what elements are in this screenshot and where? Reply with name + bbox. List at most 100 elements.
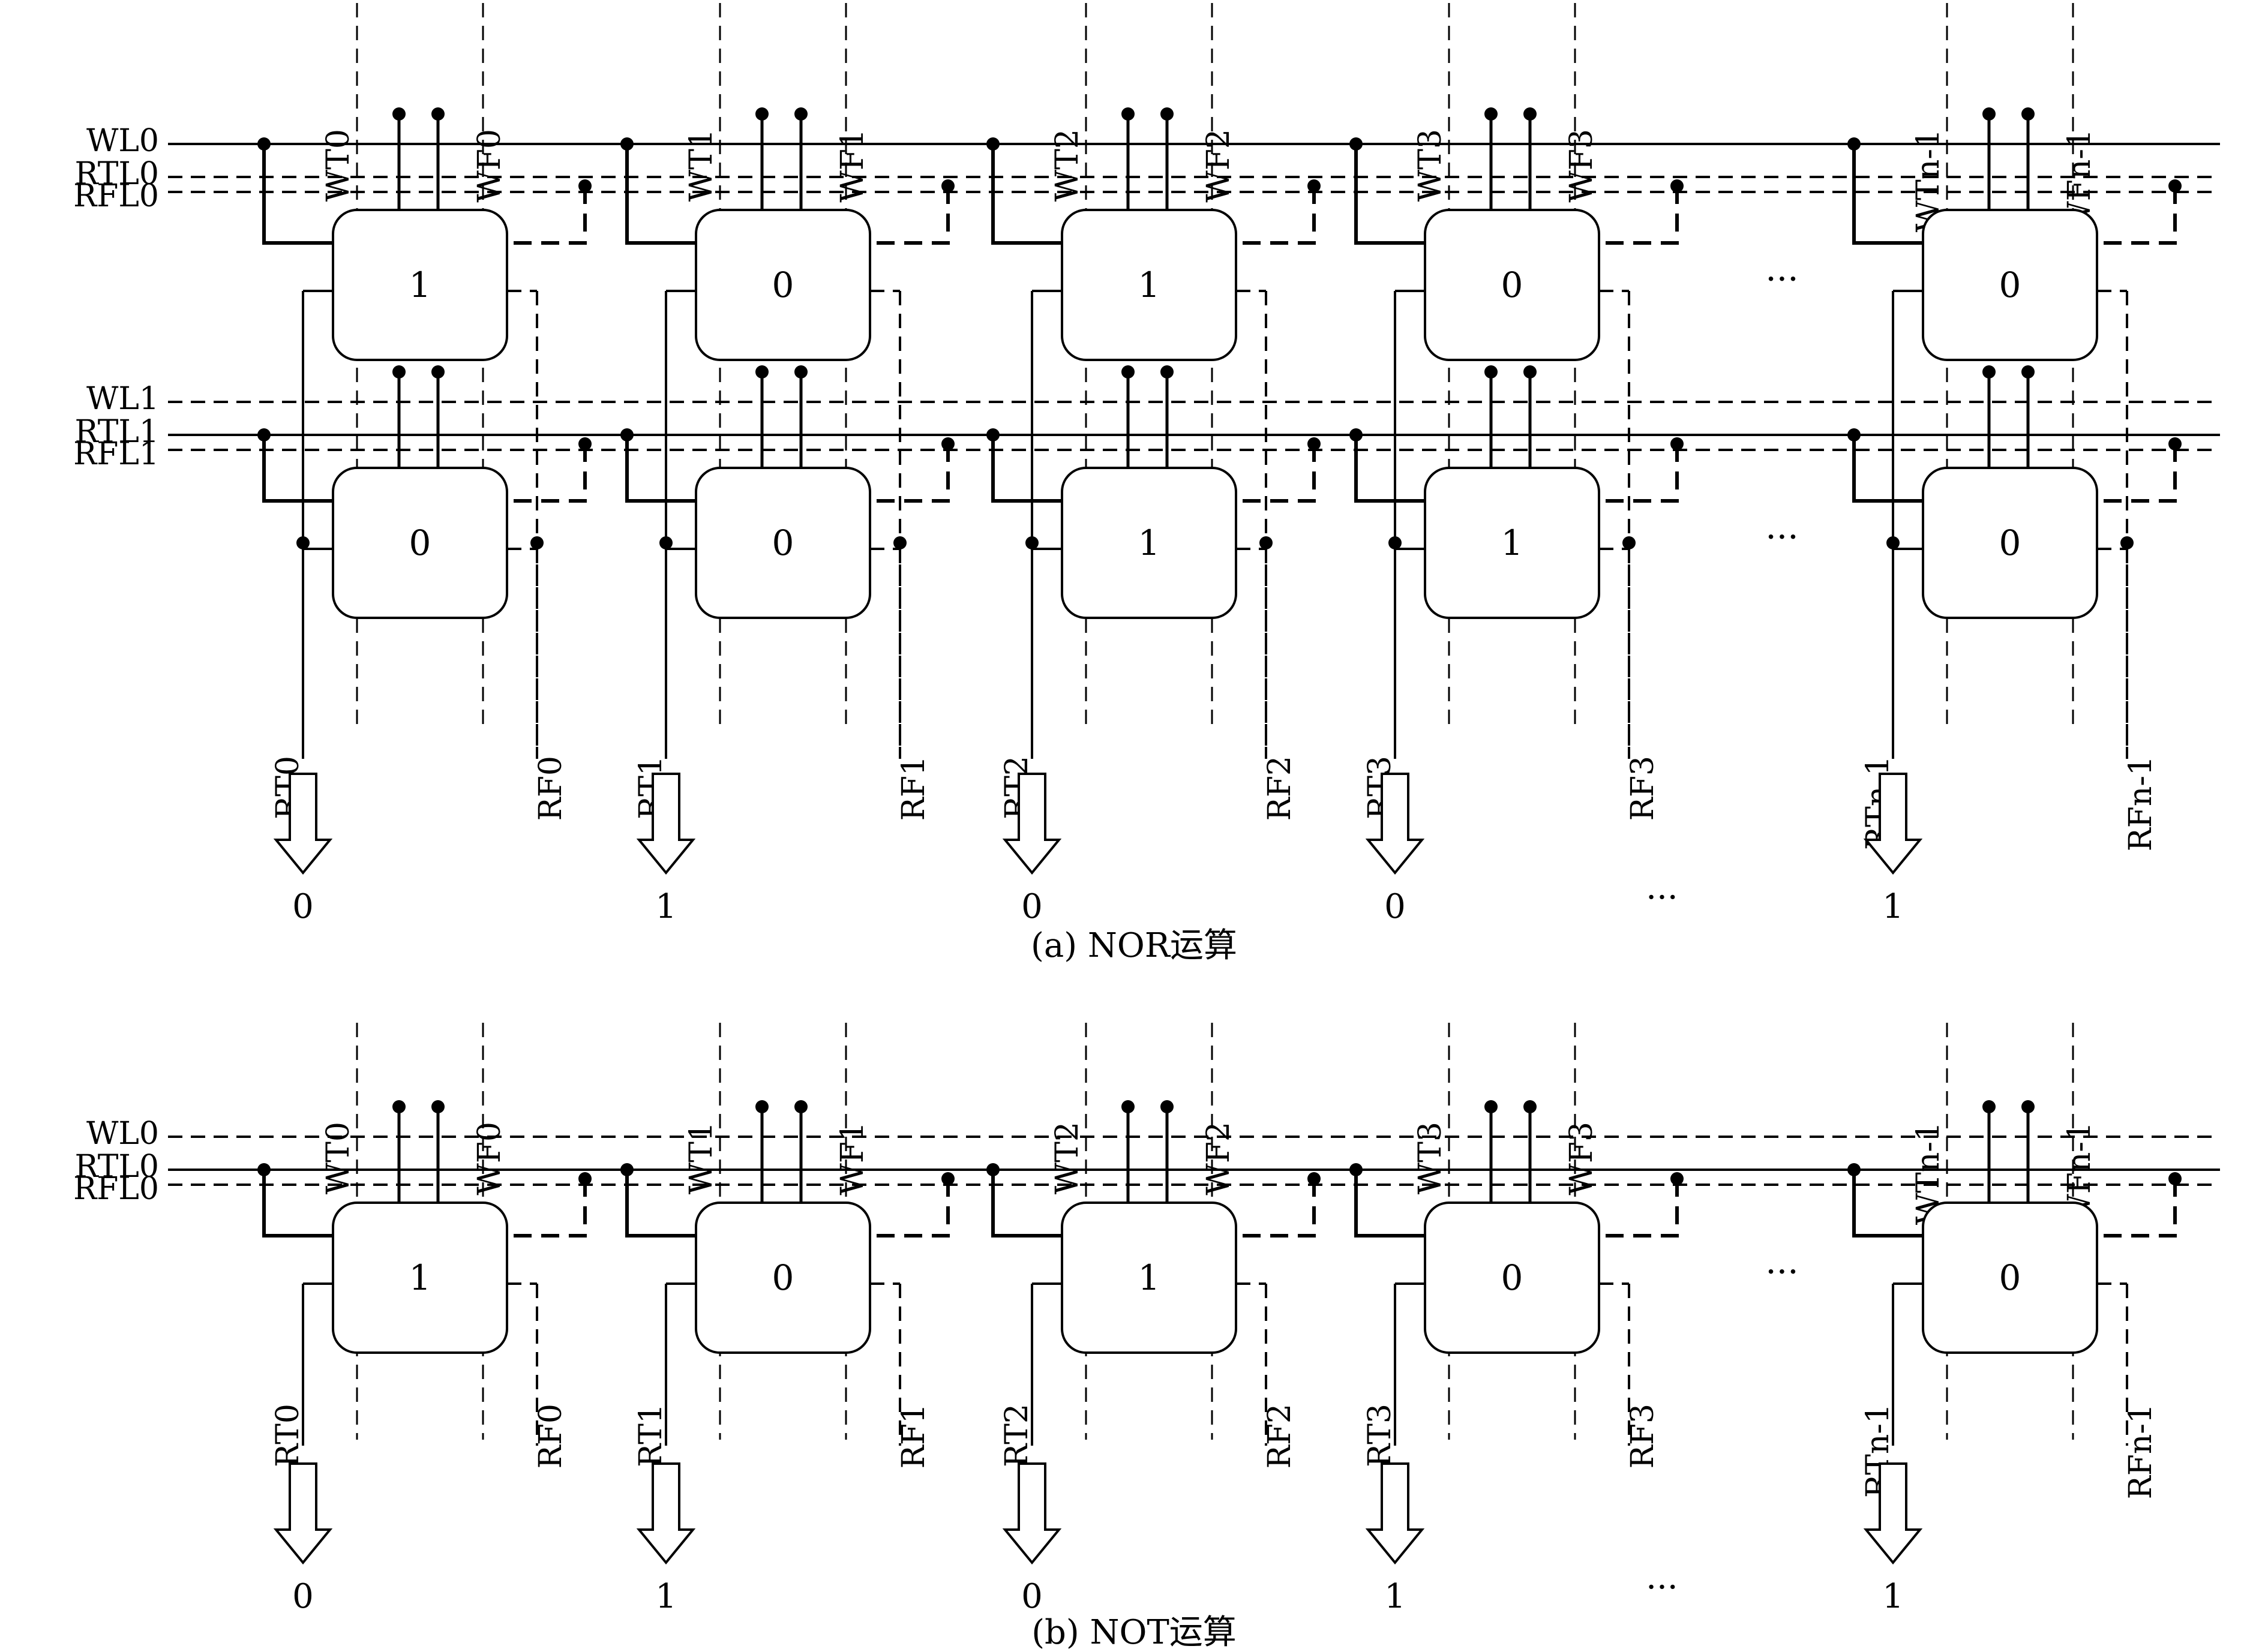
- cell-group: 1: [986, 1100, 1321, 1446]
- rtl-tap: [1852, 1170, 1923, 1238]
- junction-dot: [1886, 536, 1900, 549]
- cell-value: 0: [1501, 1257, 1523, 1298]
- rf-label: RF0: [533, 756, 569, 821]
- wf-label: WF1: [835, 1122, 871, 1196]
- cell-value: 1: [1138, 1257, 1160, 1298]
- cell-box: [1922, 467, 2098, 619]
- rf-label: RFn-1: [2123, 1404, 2159, 1499]
- output-value: 0: [1021, 1577, 1043, 1616]
- wf-label: WF3: [1564, 129, 1600, 203]
- cell-group: 1: [257, 107, 592, 759]
- junction-dot: [431, 107, 445, 121]
- wf-label: WF0: [472, 1122, 508, 1196]
- junction-dot: [392, 1100, 406, 1113]
- row-label-rtl: RTL0: [74, 1149, 159, 1185]
- wf-label: WF3: [1564, 1122, 1600, 1196]
- output-ellipsis: ···: [1646, 1568, 1678, 1607]
- rfl-tap: [507, 444, 587, 503]
- output-arrow: [273, 1462, 333, 1565]
- output-arrow: [1365, 1462, 1425, 1565]
- cell-value: 0: [772, 265, 794, 305]
- cell-value: 0: [772, 522, 794, 563]
- rf-label: RF1: [896, 756, 932, 821]
- cell-box: [1061, 209, 1237, 361]
- output-arrow: [636, 773, 696, 875]
- rtl-tap: [625, 144, 696, 245]
- output-arrow: [1365, 773, 1425, 875]
- cell-box: [1061, 1202, 1237, 1354]
- cell-box: [695, 209, 871, 361]
- rtl-tap: [1852, 435, 1923, 503]
- rf-label: RF1: [896, 1404, 932, 1468]
- row-label-wl: WL1: [86, 381, 159, 417]
- cell-group: 0: [620, 365, 955, 759]
- rf-label: RFn-1: [2123, 756, 2159, 851]
- output-arrow: [1002, 773, 1062, 875]
- cell-group: 0: [1349, 1100, 1684, 1446]
- cell-box: [332, 1202, 508, 1354]
- output-value: 1: [1882, 887, 1904, 926]
- junction-dot: [1121, 365, 1135, 379]
- cell-group: 0: [257, 365, 592, 759]
- output-arrow: [273, 773, 333, 875]
- rfl-tap: [1236, 186, 1316, 245]
- wt-label: WT3: [1412, 1122, 1448, 1194]
- row-ellipsis: ···: [1765, 1251, 1798, 1292]
- cell-value: 0: [409, 522, 431, 563]
- cell-group: 1: [257, 1100, 592, 1446]
- wf-label: WF1: [835, 129, 871, 203]
- rfl-tap: [870, 186, 950, 245]
- cell-group: 0: [620, 1100, 955, 1446]
- cell-group: 0: [1847, 365, 2182, 759]
- wt-label: WT1: [683, 1122, 719, 1194]
- memory-cell: 1: [332, 209, 508, 361]
- rfl-tap: [1599, 1179, 1679, 1238]
- junction-dot: [755, 107, 769, 121]
- rfl-tap: [2097, 186, 2177, 245]
- cell-value: 1: [1138, 265, 1160, 305]
- memory-cell: 1: [332, 1202, 508, 1354]
- cell-box: [1424, 467, 1600, 619]
- wt-label: WT0: [320, 129, 356, 202]
- memory-cell: 0: [695, 467, 871, 619]
- memory-cell: 1: [1061, 467, 1237, 619]
- rtl-tap: [1354, 1170, 1425, 1238]
- row-ellipsis: ···: [1765, 516, 1798, 557]
- junction-dot: [893, 536, 907, 549]
- memory-cell: 1: [1061, 209, 1237, 361]
- cell-value: 0: [772, 1257, 794, 1298]
- cell-value: 0: [1999, 265, 2021, 305]
- rtl-tap: [991, 1170, 1062, 1238]
- junction-dot: [1388, 536, 1402, 549]
- output-arrow: [1002, 1462, 1062, 1565]
- junction-dot: [2021, 1100, 2035, 1113]
- panel-caption: (b) NOT运算: [1031, 1613, 1237, 1652]
- row-label-rfl: RFL1: [73, 436, 159, 472]
- wt-label: WT0: [320, 1122, 356, 1194]
- row-label-rfl: RFL0: [73, 1171, 159, 1207]
- junction-dot: [431, 1100, 445, 1113]
- cell-value: 1: [409, 1257, 431, 1298]
- wt-label: WT2: [1049, 129, 1085, 202]
- junction-dot: [1121, 107, 1135, 121]
- junction-dot: [1160, 365, 1174, 379]
- row-label-rfl: RFL0: [73, 178, 159, 214]
- junction-dot: [1622, 536, 1636, 549]
- row-ellipsis: ···: [1765, 259, 1798, 299]
- rtl-tap: [1354, 144, 1425, 245]
- rf-label: RF2: [1262, 1404, 1298, 1468]
- memory-cell: 0: [332, 467, 508, 619]
- output-value: 0: [1384, 887, 1406, 926]
- row-label-rtl: RTL0: [74, 156, 159, 192]
- rtl-tap: [262, 435, 333, 503]
- junction-dot: [1982, 1100, 1996, 1113]
- rtl-tap: [1852, 144, 1923, 245]
- junction-dot: [530, 536, 544, 549]
- rfl-tap: [507, 1179, 587, 1238]
- rtl-tap: [625, 1170, 696, 1238]
- rf-label: RF3: [1625, 1404, 1661, 1468]
- junction-dot: [431, 365, 445, 379]
- cell-group: 0: [1349, 107, 1684, 759]
- cell-box: [1424, 209, 1600, 361]
